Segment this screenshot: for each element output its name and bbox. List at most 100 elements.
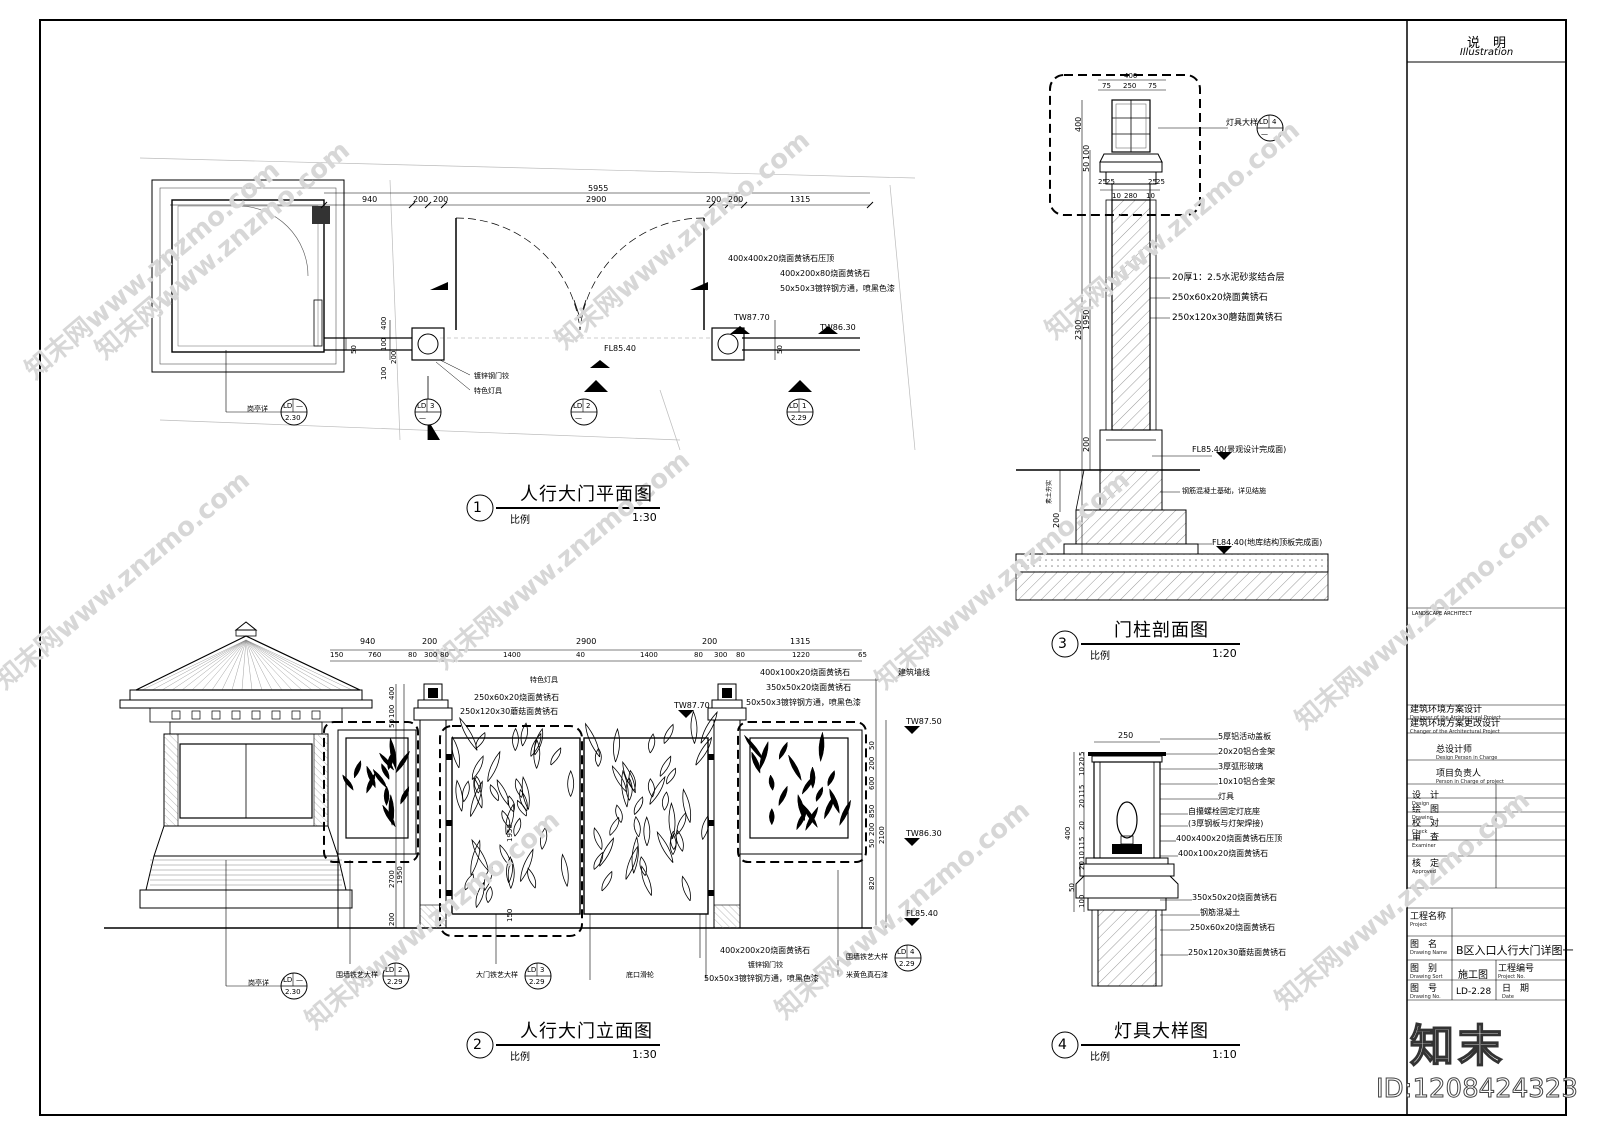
leaf-motif [530, 732, 542, 757]
elev-dim-top-4: 1315 [790, 637, 811, 646]
plan-level-tw8630: TW86.30 [820, 323, 856, 332]
leaf-motif-solid [395, 750, 410, 774]
leaf-motif [459, 716, 478, 751]
elev-dim-right-5: 50 [868, 839, 876, 848]
lamp-glass-box [1093, 761, 1161, 859]
elevation-scale-label: 比例 [510, 1052, 530, 1063]
elev-dim-sub-1: 760 [368, 651, 382, 659]
elev-dim-top-3: 200 [702, 637, 718, 646]
elev-dim-right-7: 820 [868, 876, 876, 890]
leaf-motif-solid [743, 734, 764, 761]
lamp-note-6: (3厚钢板与灯架焊接) [1188, 819, 1264, 828]
leaf-motif [462, 780, 470, 803]
sheet-frame [39, 19, 1567, 1116]
lamp-note-8: 400x100x20烧面黄锈石 [1178, 849, 1269, 858]
elev-dim-right-0: 50 [868, 741, 876, 750]
leaf-motif-solid [353, 760, 362, 779]
elev-dim-sub-6: 40 [576, 651, 585, 659]
elev-dim-sub-12: 65 [858, 651, 867, 659]
lamp-note-10: 钢筋混凝土 [1200, 908, 1240, 917]
section-dim-left-5: 200 [1082, 436, 1091, 452]
plan-dim-left-2: 200 [390, 350, 398, 364]
plan-dim-left-0: 400 [380, 316, 388, 330]
lamp-detail-view [1073, 738, 1218, 987]
leaf-motif [470, 839, 481, 876]
roof-line [211, 639, 247, 691]
roof-line [191, 639, 247, 691]
leaf-motif [647, 778, 655, 798]
plan-scale-label: 比例 [510, 515, 530, 526]
elev-callout-gate-iron: 大门铁艺大样 [476, 971, 518, 979]
section-dim-mid-4: 25 [1156, 178, 1165, 186]
leaf-motif [599, 837, 614, 867]
lamp-dim-left-4: 20 [1078, 799, 1086, 808]
lamp-note-7: 400x400x20烧面黄锈石压顶 [1176, 834, 1283, 843]
lamp-dim-left-8: 10 [1078, 851, 1086, 860]
leaf-motif [639, 856, 647, 876]
elev-dim-top-1: 200 [422, 637, 438, 646]
lamp-dim-left-1: 20 [1078, 757, 1086, 766]
leaf-motif-solid [768, 774, 775, 791]
plan-level-fl8540: FL85.40 [604, 344, 636, 353]
section-ref-lamp-num: 4 [1272, 118, 1277, 126]
leaf-motif [695, 736, 713, 766]
elev-dim-right-1: 200 [868, 756, 876, 770]
leaf-motif [648, 733, 656, 754]
plan-dim-right: 50 [776, 345, 784, 354]
leaf-motif-solid [342, 774, 354, 791]
plan-dim-5: 200 [728, 195, 744, 204]
leaf-motif [489, 784, 499, 802]
plan-dim-1: 200 [413, 195, 429, 204]
plan-note-2: 50x50x3镀锌钢方通，喷黑色漆 [780, 284, 895, 293]
lamp-note-3: 10x10铝合金架 [1218, 777, 1276, 786]
elev-ref-kiosk-num: — [296, 976, 303, 984]
plan-view [139, 157, 916, 451]
image-id: ID:1208424323 [1376, 1074, 1579, 1105]
roof-line [231, 639, 247, 691]
leaf-motif-solid [769, 808, 775, 825]
leaf-motif [601, 870, 613, 892]
elev-dim-sub-9: 300 [714, 651, 728, 659]
leaf-motif [633, 796, 644, 815]
lamp-note-5: 自攥螺栓固定灯底座 [1188, 807, 1260, 816]
title-block-row-en: Changer of the Architectural Project [1410, 729, 1500, 735]
leaf-motif [550, 747, 562, 766]
elev-ref-kiosk-sheet: 2.30 [285, 988, 301, 996]
plan-ref-section-top: LD [417, 402, 427, 410]
section-dim-left-0: 400 [1074, 116, 1083, 132]
roof-line [245, 639, 273, 691]
leaf-motif-solid [383, 785, 390, 806]
title-block-row-cn: 绘 图 [1412, 805, 1440, 815]
leaf-motif [501, 809, 511, 828]
section-dim-left-4: 1950 [1082, 309, 1091, 330]
leaf-motif-solid [400, 786, 410, 805]
elevation-view-title: 人行大门立面图 [520, 1021, 653, 1042]
plan-dim-left-1: 100 [380, 337, 388, 351]
section-dim-mid-6: 10 [1146, 192, 1155, 200]
elev-dim-left-5: 200 [388, 912, 396, 926]
title-block-row-en: Design [1412, 801, 1430, 807]
leaf-motif [585, 722, 601, 758]
elev-note-left-1: 250x60x20烧面黄锈石 [474, 693, 560, 702]
leaf-motif [593, 851, 604, 870]
leaf-motif [505, 803, 515, 835]
leaf-motif-solid [818, 731, 825, 762]
kiosk-dent [271, 710, 281, 720]
brand-logo: 知末 [1409, 1020, 1506, 1073]
lamp-dim-left-2: 10 [1078, 767, 1086, 776]
view-number: 3 [1058, 636, 1067, 652]
dim-tick [740, 201, 748, 209]
title-block-grid [1407, 704, 1566, 1001]
leaf-motif [681, 875, 691, 902]
section-dim-mid-0: 25 [1098, 178, 1107, 186]
section-note-2: 250x120x30蘑菇面黄锈石 [1172, 313, 1283, 323]
elev-note-bottom-1: 镀锌钢门铰 [748, 961, 783, 969]
leaf-motif [611, 765, 627, 793]
leaf-motif-solid [372, 768, 387, 788]
